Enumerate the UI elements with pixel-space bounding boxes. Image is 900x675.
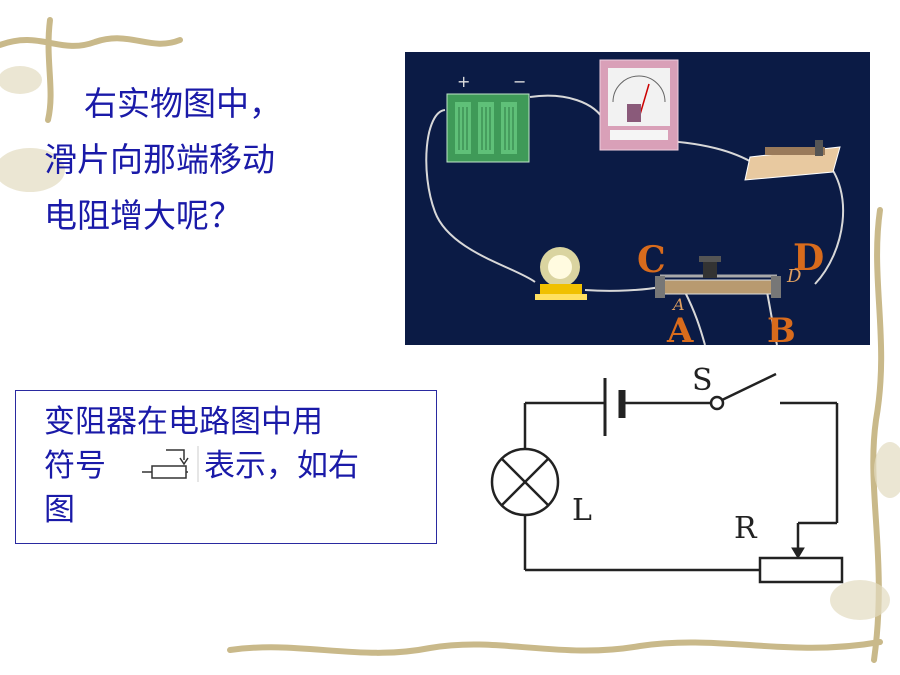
lamp-label: L [572, 493, 592, 528]
circuit-diagram: S L R [490, 363, 844, 584]
switch-symbol [709, 372, 777, 411]
terminal-a-small-label: A [671, 295, 685, 314]
terminal-d-small-label: D [786, 266, 802, 287]
info-box [15, 390, 437, 544]
terminal-b-label: B [767, 311, 796, 345]
ammeter [599, 59, 679, 151]
switch-label: S [692, 363, 713, 398]
info-line-2-before: 符号 [44, 448, 106, 484]
info-line-3: 图 [44, 492, 75, 528]
rheostat-label: R [734, 511, 758, 546]
info-line-1: 变阻器在电路图中用 [44, 404, 323, 440]
question-line-2: 滑片向那端移动 [44, 140, 275, 179]
physical-circuit-photo: + − [405, 52, 870, 351]
lamp-symbol [490, 447, 560, 517]
battery: + − [446, 72, 530, 163]
info-text: 变阻器在电路图中用 符号 表示，如右 图 [44, 400, 434, 532]
rheostat-symbol [758, 547, 844, 584]
rheostat-symbol-icon [142, 446, 199, 482]
battery-symbol [603, 378, 626, 436]
terminal-c-label: C [637, 239, 666, 281]
battery-plus-label: + [457, 72, 470, 91]
question-text: 右实物图中， 滑片向那端移动 电阻增大呢？ [44, 76, 394, 244]
switch [744, 140, 841, 181]
terminal-a-label: A [666, 311, 694, 345]
sliding-rheostat [655, 256, 781, 298]
info-line-2-after: 表示，如右 [204, 448, 359, 484]
physical-circuit-illustration: + − [425, 59, 845, 351]
battery-minus-label: − [513, 72, 526, 91]
question-line-1: 右实物图中， [84, 84, 282, 123]
lamp [535, 247, 587, 300]
question-line-3: 电阻增大呢？ [44, 196, 242, 235]
terminal-d-label: D [793, 237, 824, 279]
